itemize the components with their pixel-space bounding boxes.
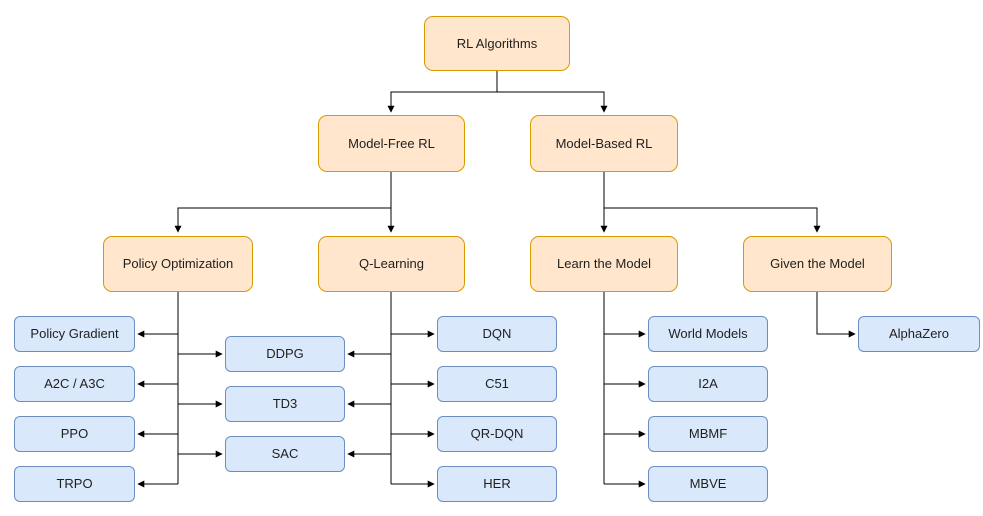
node-her: HER (437, 466, 557, 502)
node-trpo: TRPO (14, 466, 135, 502)
node-dqn: DQN (437, 316, 557, 352)
node-a2c-a3c: A2C / A3C (14, 366, 135, 402)
node-policy-gradient: Policy Gradient (14, 316, 135, 352)
node-c51: C51 (437, 366, 557, 402)
node-ppo: PPO (14, 416, 135, 452)
node-mbve: MBVE (648, 466, 768, 502)
node-q-learning: Q-Learning (318, 236, 465, 292)
connector-modelfree-to-policyopt (174, 207, 391, 233)
connector-givenmodel-to-alphazero (816, 292, 856, 338)
node-qr-dqn: QR-DQN (437, 416, 557, 452)
node-ddpg: DDPG (225, 336, 345, 372)
node-rl-algorithms: RL Algorithms (424, 16, 570, 71)
node-given-the-model: Given the Model (743, 236, 892, 292)
node-i2a: I2A (648, 366, 768, 402)
node-sac: SAC (225, 436, 345, 472)
node-policy-optimization: Policy Optimization (103, 236, 253, 292)
node-mbmf: MBMF (648, 416, 768, 452)
node-world-models: World Models (648, 316, 768, 352)
node-learn-the-model: Learn the Model (530, 236, 678, 292)
node-model-based-rl: Model-Based RL (530, 115, 678, 172)
connector-modelbased-to-givenmodel (604, 207, 821, 233)
connector-root-to-model-based (497, 91, 608, 113)
node-alphazero: AlphaZero (858, 316, 980, 352)
connector-root-to-model-free (387, 91, 497, 113)
node-model-free-rl: Model-Free RL (318, 115, 465, 172)
node-td3: TD3 (225, 386, 345, 422)
